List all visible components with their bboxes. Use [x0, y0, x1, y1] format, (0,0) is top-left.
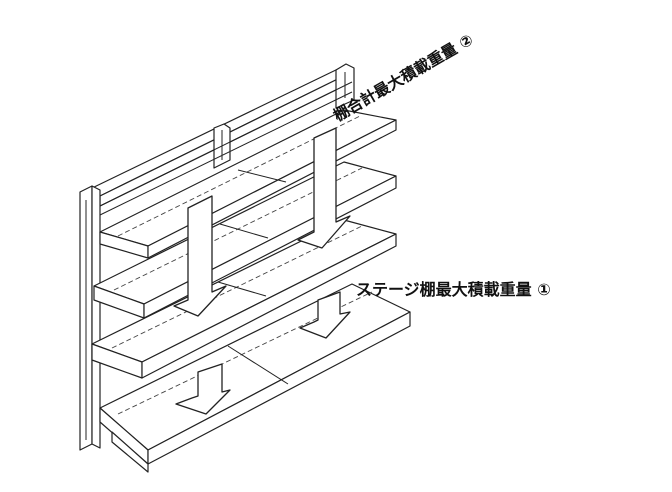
shelf-3 — [91, 219, 397, 379]
arrow-down-stage-left — [175, 363, 231, 415]
stage-load-label: ステージ棚最大積載重量 ① — [356, 280, 551, 299]
arrow-down-total-left — [173, 195, 227, 317]
shelf-frame — [79, 63, 355, 451]
load-arrows — [173, 127, 351, 415]
arrow-down-total-right — [297, 127, 351, 249]
arrow-down-stage-right — [299, 291, 351, 339]
